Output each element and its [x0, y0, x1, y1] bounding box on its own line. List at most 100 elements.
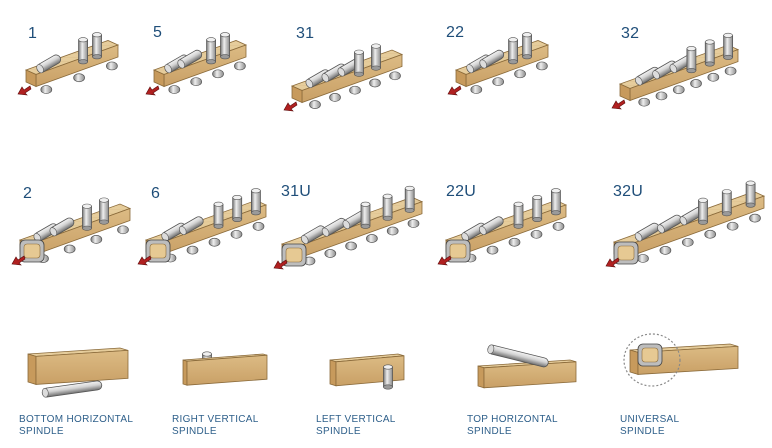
bottom-roller [234, 61, 246, 71]
legend-label-right-vertical: RIGHT VERTICAL SPINDLE [172, 414, 259, 437]
bottom-roller [672, 85, 685, 95]
bottom-roller [707, 72, 720, 82]
diagram-config-2 [11, 197, 132, 266]
bottom-roller [186, 245, 199, 255]
vertical-spindle [354, 49, 364, 77]
diagram-config-1 [17, 32, 120, 96]
vertical-spindle [206, 37, 217, 65]
right-vertical-spindle-icon [182, 351, 268, 386]
horizontal-spindle [487, 344, 549, 368]
bottom-roller [638, 97, 651, 107]
config-label-5: 5 [153, 24, 163, 41]
bottom-roller [389, 71, 401, 81]
bottom-roller [329, 93, 341, 102]
bottom-roller [486, 245, 499, 255]
vertical-spindle [508, 37, 519, 65]
bottom-roller [407, 219, 420, 228]
bottom-roller [536, 61, 548, 71]
feed-direction-arrow [437, 255, 452, 266]
bottom-roller [726, 221, 739, 231]
vertical-spindle [723, 32, 734, 60]
vertical-spindle [383, 364, 393, 390]
vertical-spindle [99, 197, 109, 225]
config-label-2: 2 [23, 185, 33, 202]
vertical-spindle [220, 32, 230, 60]
feed-direction-arrow [145, 85, 160, 96]
bottom-roller [386, 226, 399, 236]
horizontal-spindle [41, 380, 103, 398]
bottom-roller [366, 234, 378, 243]
vertical-spindle [698, 197, 708, 225]
bottom-roller [492, 77, 505, 87]
vertical-spindle [82, 203, 92, 231]
feed-direction-arrow [283, 101, 298, 112]
left-vertical-spindle-icon [329, 353, 405, 390]
feed-direction-arrow [273, 259, 288, 270]
horizontal-spindle [36, 54, 62, 74]
horizontal-spindle [301, 225, 326, 245]
bottom-horizontal-spindle-icon [27, 347, 129, 398]
feed-direction-arrow [611, 99, 626, 110]
bottom-roller [309, 100, 321, 109]
bottom-roller [345, 241, 357, 251]
bottom-roller [681, 237, 694, 247]
config-label-31u: 31U [281, 183, 311, 200]
horizontal-spindle [479, 216, 504, 236]
vertical-spindle [250, 188, 261, 216]
legend-label-universal: UNIVERSAL SPINDLE [620, 414, 680, 437]
universal-head [613, 241, 639, 265]
bottom-roller [40, 85, 53, 94]
horizontal-spindle [179, 216, 204, 236]
bottom-roller [749, 213, 761, 223]
bottom-roller [324, 249, 337, 258]
bottom-roller [106, 61, 118, 71]
bottom-roller [508, 237, 521, 247]
bottom-roller [190, 77, 203, 87]
bottom-roller [117, 225, 129, 235]
config-label-32: 32 [621, 25, 640, 42]
diagram-config-5 [145, 32, 248, 96]
bottom-roller [212, 69, 224, 79]
bottom-roller [230, 229, 243, 239]
vertical-spindle [704, 39, 715, 67]
vertical-spindle [721, 189, 732, 217]
feed-direction-arrow [17, 85, 32, 96]
bottom-roller [349, 85, 361, 95]
legend-label-left-vertical: LEFT VERTICAL SPINDLE [316, 414, 396, 437]
diagram-config-22u [437, 188, 568, 266]
horizontal-spindle [177, 49, 203, 69]
vertical-spindle [382, 193, 393, 221]
vertical-spindle [360, 201, 371, 229]
vertical-spindle [522, 32, 532, 60]
bottom-roller [208, 237, 221, 247]
vertical-spindle [92, 32, 102, 60]
bottom-roller [655, 91, 668, 101]
bottom-roller [530, 229, 543, 239]
bottom-roller [659, 246, 672, 255]
horizontal-spindle [634, 222, 660, 242]
vertical-spindle [745, 180, 756, 208]
diagram-config-32u [605, 180, 766, 268]
vertical-spindle [686, 46, 697, 74]
universal-head [281, 243, 307, 267]
vertical-spindle [232, 194, 243, 222]
bottom-roller [514, 69, 526, 79]
horizontal-spindle [479, 49, 505, 69]
feed-direction-arrow [137, 255, 152, 266]
vertical-spindle [551, 188, 561, 216]
diagram-config-22 [447, 32, 550, 96]
bottom-roller [704, 229, 717, 239]
feed-direction-arrow [11, 255, 26, 266]
diagram-config-6 [137, 188, 268, 266]
bottom-roller [90, 235, 103, 244]
diagram-config-31u [273, 185, 424, 270]
universal-head [445, 239, 471, 263]
vertical-spindle [371, 43, 381, 71]
config-label-22u: 22U [446, 183, 476, 200]
legend-label-top-horizontal: TOP HORIZONTAL SPINDLE [467, 414, 558, 437]
horizontal-spindle [321, 217, 347, 237]
bottom-roller [63, 244, 76, 254]
vertical-spindle [213, 201, 224, 229]
universal-head [19, 239, 45, 263]
